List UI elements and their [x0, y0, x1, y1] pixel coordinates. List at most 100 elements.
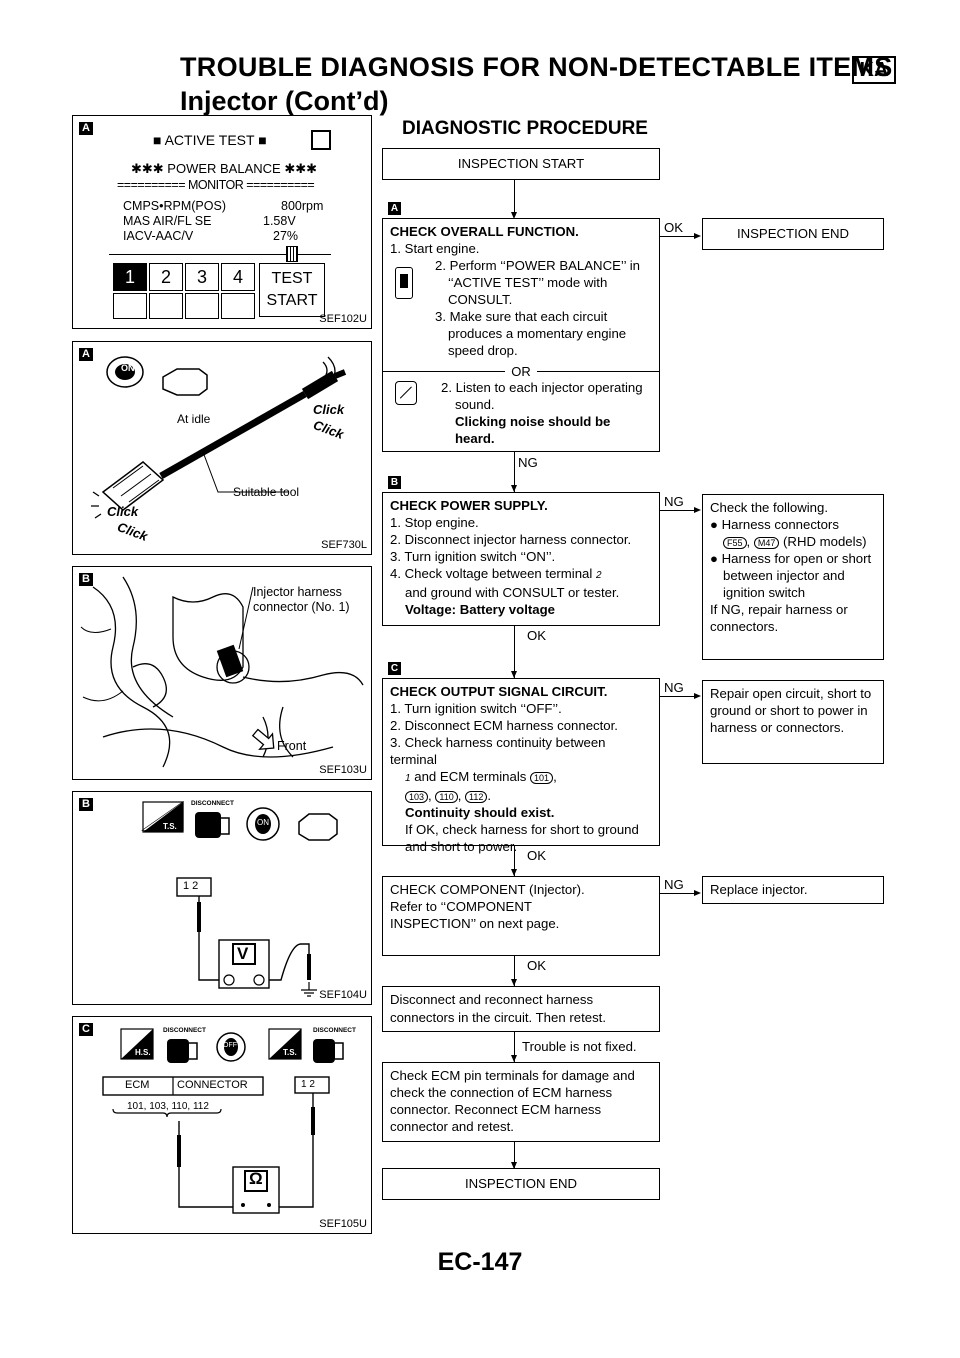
- screen-divider: [109, 254, 331, 256]
- figure-consult-screen: A ■ ACTIVE TEST ■ ✱✱✱ POWER BALANCE ✱✱✱ …: [72, 115, 372, 329]
- arrow-down: [511, 1162, 517, 1169]
- step-tag: B: [79, 798, 93, 811]
- flow-side-check-following: Check the following. ● Harness connector…: [702, 494, 884, 660]
- side-text: (RHD models): [783, 534, 867, 549]
- front-label: Front: [277, 739, 307, 753]
- flow-step-check-output: CHECK OUTPUT SIGNAL CIRCUIT. 1. Turn ign…: [382, 678, 660, 854]
- ohmmeter-symbol: Ω: [249, 1169, 263, 1188]
- flow-step-check-power: CHECK POWER SUPPLY. 1. Stop engine. 2. D…: [382, 492, 660, 626]
- suitable-tool-label: Suitable tool: [233, 485, 300, 499]
- arrow-down: [511, 1055, 517, 1062]
- screen-monitor: ========== MONITOR ==========: [117, 178, 315, 192]
- flow-side-replace: Replace injector.: [702, 876, 884, 904]
- terminal-badge: 103: [405, 790, 429, 803]
- step-line: 1. Start engine.: [390, 241, 480, 256]
- connector-pins: 1 2: [301, 1079, 315, 1090]
- monitor-row-3-value: 27%: [273, 229, 299, 243]
- monitor-row-1-value: 800rpm: [281, 199, 324, 213]
- step-line: Clicking noise should be heard.: [455, 414, 611, 446]
- step-line: 1. Stop engine.: [390, 515, 479, 530]
- figure-code: SEF103U: [319, 764, 367, 776]
- model-badge: KA: [852, 56, 896, 84]
- ts-label: T.S.: [283, 1048, 297, 1057]
- arrow-down: [511, 979, 517, 986]
- disconnect-label-2: DISCONNECT: [313, 1027, 356, 1034]
- or-label: OR: [511, 364, 531, 379]
- harness-label-2: connector (No. 1): [253, 600, 350, 614]
- no-tool-icon: [395, 381, 417, 405]
- step-line: 4. Check voltage between terminal 2: [390, 565, 652, 584]
- arrow-right: [694, 233, 701, 239]
- disconnect-label: DISCONNECT: [191, 800, 234, 807]
- not-fixed-label: Trouble is not fixed.: [522, 1039, 637, 1054]
- arrow-down: [511, 212, 517, 219]
- figure-code: SEF105U: [319, 1218, 367, 1230]
- screen-subtitle: ✱✱✱ POWER BALANCE ✱✱✱: [131, 161, 317, 176]
- figure-injector-harness: B Injector harness connector (No. 1) Fro…: [72, 566, 372, 780]
- ng-label: NG: [664, 877, 684, 892]
- click-label-3: Click: [107, 504, 139, 519]
- continuity-check-illustration: [102, 1028, 344, 1214]
- ts-label: T.S.: [163, 822, 177, 831]
- screen-corner-box: [311, 130, 331, 150]
- step-line: and ground with CONSULT or tester.: [405, 585, 620, 600]
- step-line: 3. Turn ignition switch ‘‘ON’’.: [390, 549, 556, 564]
- terminal-pin: 1: [405, 773, 411, 784]
- connector-line: [514, 180, 516, 214]
- figure-code: SEF730L: [321, 539, 367, 551]
- connector-line: [514, 1032, 516, 1062]
- ignition-off-label: OFF: [223, 1042, 237, 1049]
- terminal-badge: 112: [465, 790, 488, 803]
- connector-line: [660, 236, 696, 238]
- connector-line: [660, 893, 696, 895]
- injector-listen-illustration: [91, 356, 347, 519]
- ecm-label: ECM: [125, 1079, 150, 1091]
- step-line: 2. Listen to each injector operating sou…: [441, 380, 643, 412]
- voltage-check-illustration: [141, 800, 338, 997]
- arrow-right: [694, 693, 701, 699]
- step-alt-block: 2. Listen to each injector operating sou…: [441, 379, 651, 447]
- connector-badge: M47: [753, 536, 780, 549]
- connector-line: [514, 1142, 516, 1168]
- figure-continuity-check: C DISCONNECT DISCONNECT H.S. T.S. OFF EC…: [72, 1016, 372, 1234]
- ignition-on-label: ON: [121, 363, 135, 373]
- consult-icon: [395, 267, 413, 299]
- test-start-button: TEST START: [259, 263, 325, 317]
- connector-line: [660, 696, 696, 698]
- flow-step-check-ecm: Check ECM pin terminals for damage and c…: [382, 1062, 660, 1142]
- ignition-on-label: ON: [257, 818, 269, 827]
- step-line: Voltage: Battery voltage: [405, 602, 555, 617]
- step-tag-c: C: [388, 662, 401, 675]
- step-line: If OK, check harness for short to ground…: [405, 822, 639, 854]
- key-blank-4: [221, 293, 255, 319]
- flow-inspection-end: INSPECTION END: [382, 1168, 660, 1200]
- step-line: 3. Make sure that each circuit produces …: [435, 309, 627, 358]
- step-title: CHECK OUTPUT SIGNAL CIRCUIT.: [390, 684, 608, 699]
- connector-line: [514, 956, 516, 986]
- side-text: Harness connectors: [721, 517, 839, 532]
- key-blank-3: [185, 293, 219, 319]
- hs-label: H.S.: [135, 1048, 151, 1057]
- monitor-row-2-value: 1.58V: [263, 214, 296, 228]
- key-2: 2: [149, 263, 183, 291]
- step-line: 1 and ECM terminals 101,: [405, 769, 557, 784]
- key-blank-1: [113, 293, 147, 319]
- step-line: 103, 110, 112.: [390, 787, 652, 804]
- key-3: 3: [185, 263, 219, 291]
- arrow-right: [694, 507, 701, 513]
- step-line: 2. Disconnect injector harness connector…: [390, 532, 632, 547]
- ok-label: OK: [664, 220, 684, 235]
- step-line: 2. Perform ‘‘POWER BALANCE’’ in ‘‘ACTIVE…: [435, 258, 640, 307]
- flow-inspection-start: INSPECTION START: [382, 148, 660, 180]
- connector-line: [660, 510, 696, 512]
- step-tag: B: [79, 573, 93, 586]
- harness-label-1: Injector harness: [253, 585, 342, 599]
- flow-inspection-end-a: INSPECTION END: [702, 218, 884, 250]
- step-title: CHECK OVERALL FUNCTION.: [390, 224, 579, 239]
- side-text: Harness for open or short between inject…: [721, 551, 872, 600]
- flow-step-check-component: CHECK COMPONENT (Injector). Refer to ‘‘C…: [382, 876, 660, 956]
- figure-code: SEF102U: [319, 313, 367, 325]
- ng-label: NG: [664, 680, 684, 695]
- monitor-row-1-name: CMPS•RPM(POS): [123, 199, 226, 213]
- step-text: and ECM terminals: [414, 769, 527, 784]
